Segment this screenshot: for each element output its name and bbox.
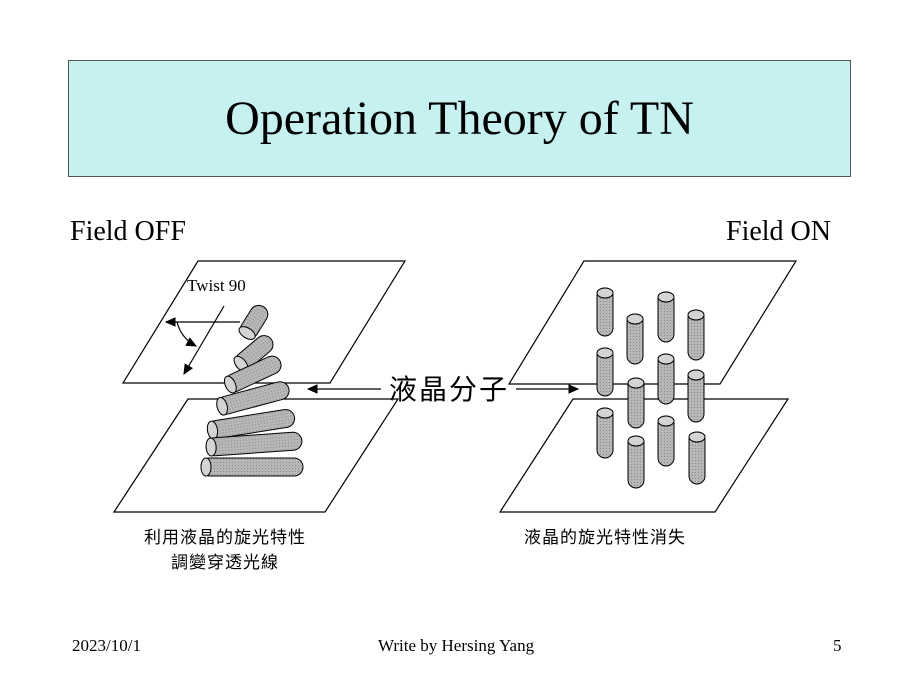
twist-arc [176, 321, 198, 347]
footer-page-number: 5 [833, 636, 842, 655]
title-box: Operation Theory of TN [68, 60, 851, 177]
left-caption-line1: 利用液晶的旋光特性 [144, 528, 306, 548]
left-bottom-substrate [112, 398, 400, 513]
left-caption-line2: 調變穿透光線 [171, 553, 279, 573]
twist-label: Twist 90 [187, 276, 246, 295]
right-top-substrate [507, 260, 798, 385]
twist-arrow-diagonal [183, 305, 225, 376]
left-lc-molecules [200, 304, 304, 477]
field-on-label: Field ON [726, 216, 831, 247]
right-caption: 液晶的旋光特性消失 [524, 528, 686, 548]
left-caption: 利用液晶的旋光特性 調變穿透光線 [125, 526, 325, 576]
footer-author: Write by Hersing Yang [378, 636, 535, 655]
field-off-label: Field OFF [70, 216, 186, 247]
footer-date: 2023/10/1 [72, 636, 141, 655]
lc-molecule-label: 液晶分子 [389, 373, 510, 406]
slide-title: Operation Theory of TN [225, 92, 694, 145]
right-lc-molecules [596, 287, 706, 489]
